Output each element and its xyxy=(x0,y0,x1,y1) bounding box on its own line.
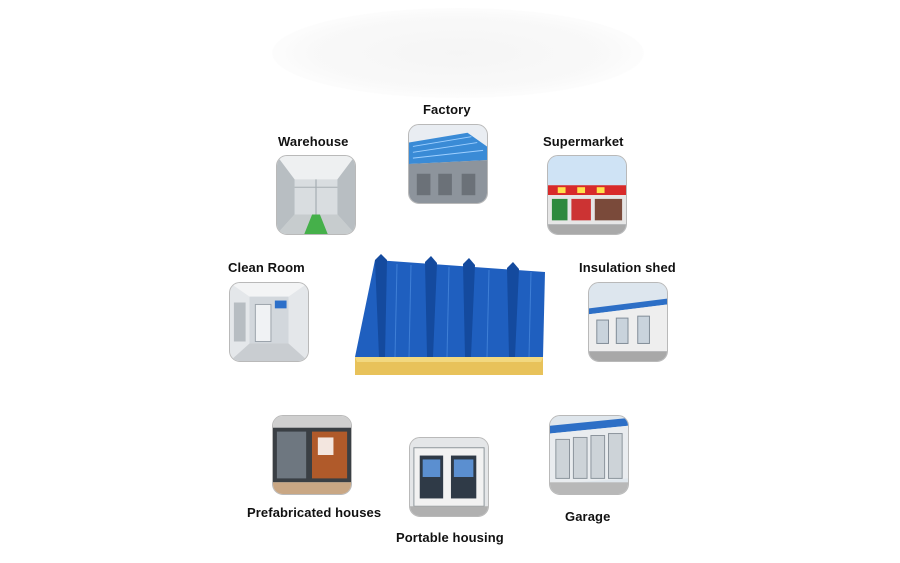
supermarket-image xyxy=(547,155,627,235)
label-supermarket: Supermarket xyxy=(543,134,624,149)
portable-housing-image xyxy=(409,437,489,517)
garage-image xyxy=(549,415,629,495)
label-insulation-shed: Insulation shed xyxy=(579,260,676,275)
background-haze xyxy=(272,8,644,98)
factory-image xyxy=(408,124,488,204)
label-factory: Factory xyxy=(423,102,471,117)
prefabricated-houses-image xyxy=(272,415,352,495)
insulation-shed-image xyxy=(588,282,668,362)
label-warehouse: Warehouse xyxy=(278,134,349,149)
label-clean-room: Clean Room xyxy=(228,260,305,275)
label-garage: Garage xyxy=(565,509,611,524)
label-prefabricated-houses: Prefabricated houses xyxy=(247,505,382,520)
warehouse-image xyxy=(276,155,356,235)
label-portable-housing: Portable housing xyxy=(396,530,504,545)
sandwich-panel-image xyxy=(345,252,550,377)
clean-room-image xyxy=(229,282,309,362)
